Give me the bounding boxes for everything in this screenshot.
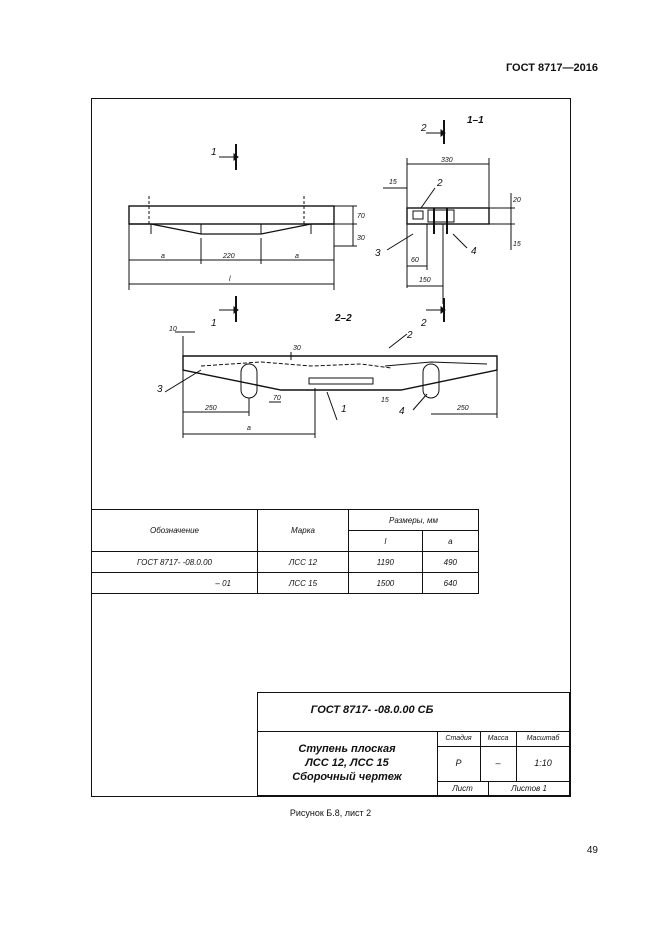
row-a: 490	[421, 551, 480, 573]
dim-a-left: a	[161, 253, 165, 260]
row-l: 1190	[348, 551, 423, 573]
pos-2-label-22: 2	[406, 330, 413, 341]
row-designation: ГОСТ 8717- -08.0.00	[91, 551, 258, 573]
pos-3-label: 3	[375, 248, 381, 259]
spec-table: Обозначение Марка Размеры, мм l а ГОСТ 8…	[91, 509, 480, 594]
name-line-2: ЛСС 12, ЛСС 15	[305, 757, 389, 769]
standard-header: ГОСТ 8717—2016	[505, 62, 598, 74]
assembly-drawing: 1 1 2 2 1–1 2–2 2 3 4 2 3 1 4 a 220 a l …	[128, 115, 521, 438]
dim-330: 330	[441, 157, 453, 164]
label-section-2-top: 2	[420, 123, 427, 134]
dim-70-22: 70	[273, 395, 281, 402]
drawing-frame	[91, 98, 571, 797]
dim-30: 30	[357, 235, 365, 242]
table-row: ГОСТ 8717- -08.0.00 ЛСС 12 1190 490	[91, 551, 480, 573]
dim-70: 70	[357, 213, 365, 220]
header-designation: Обозначение	[91, 509, 258, 552]
dim-250-right: 250	[456, 405, 469, 412]
dim-15-right: 15	[513, 241, 521, 248]
label-section-1-top: 1	[211, 147, 217, 158]
view-label-2-2: 2–2	[334, 313, 352, 324]
header-a: а	[421, 530, 480, 552]
drawing-code: ГОСТ 8717- -08.0.00 СБ	[310, 704, 434, 716]
view-label-1-1: 1–1	[467, 115, 484, 126]
mass-value: –	[495, 758, 501, 768]
header-sizes: Размеры, мм	[348, 509, 479, 531]
sheets-label: Листов 1	[511, 784, 547, 793]
label-section-2-bottom: 2	[420, 318, 427, 329]
dim-250-left: 250	[204, 405, 217, 412]
table-row: – 01 ЛСС 15 1500 640	[91, 572, 480, 594]
row-mark: ЛСС 12	[257, 551, 349, 573]
mass-label: Масса	[487, 735, 509, 742]
sheet-label: Лист	[452, 784, 473, 793]
dim-10: 10	[169, 326, 177, 333]
pos-4-label: 4	[471, 246, 477, 257]
dim-150: 150	[419, 277, 431, 284]
name-line-3: Сборочный чертеж	[292, 771, 402, 783]
dim-l: l	[229, 276, 231, 283]
dim-220: 220	[222, 253, 235, 260]
dim-30-22: 30	[293, 345, 301, 352]
row-l: 1500	[348, 572, 423, 594]
stage-label: Стадия	[445, 735, 472, 742]
label-section-1-bottom: 1	[211, 318, 217, 329]
scale-value: 1:10	[534, 758, 552, 768]
dim-20: 20	[512, 197, 521, 204]
dim-15-22: 15	[381, 397, 389, 404]
dim-15-top: 15	[389, 179, 397, 186]
pos-3-label-22: 3	[157, 384, 163, 395]
dim-60: 60	[411, 257, 419, 264]
pos-4-label-22: 4	[399, 406, 405, 417]
title-block	[257, 692, 570, 796]
row-mark: ЛСС 15	[257, 572, 349, 594]
stage-value: Р	[455, 758, 462, 768]
row-designation: – 01	[91, 572, 258, 594]
dim-a-22: a	[247, 425, 251, 432]
header-mark: Марка	[257, 509, 349, 552]
product-name: Ступень плоская ЛСС 12, ЛСС 15 Сборочный…	[257, 742, 437, 784]
row-a: 640	[421, 572, 480, 594]
pos-2-label: 2	[436, 178, 443, 189]
scale-label: Масштаб	[526, 735, 560, 742]
name-line-1: Ступень плоская	[298, 743, 396, 755]
page-number: 49	[586, 845, 598, 856]
header-l: l	[348, 530, 423, 552]
figure-caption: Рисунок Б.8, лист 2	[289, 808, 372, 818]
pos-1-label-22: 1	[341, 404, 347, 415]
dim-a-right: a	[295, 253, 299, 260]
